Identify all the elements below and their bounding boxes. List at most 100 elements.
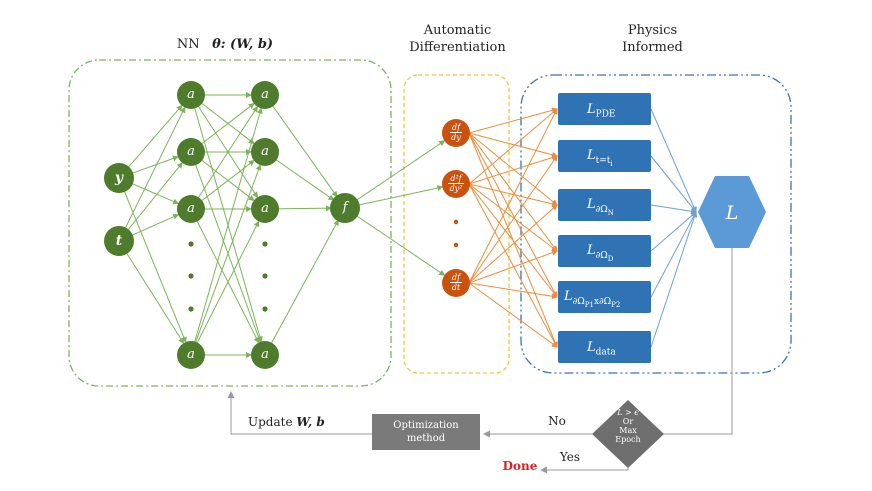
hidden-dot-0-0 xyxy=(188,241,194,247)
loss-data-base: L xyxy=(587,340,596,355)
hidden-node-1-1: a xyxy=(187,87,195,102)
edge-loss0-total xyxy=(650,108,697,213)
pi-title-line2: Informed xyxy=(622,40,683,55)
hidden-dot-0-1 xyxy=(188,273,194,279)
edge-d1-loss4 xyxy=(468,183,558,298)
derivative-node-3: df dt xyxy=(441,273,471,292)
derivative-node-1: df dy xyxy=(441,123,471,142)
hidden-dot-0-2 xyxy=(188,306,194,312)
ad-title: Automatic Differentiation xyxy=(400,22,515,56)
nn-title: NN θ: (W, b) xyxy=(165,37,285,52)
decision-line4: Epoch xyxy=(615,435,641,444)
edge-d1-loss1 xyxy=(468,154,558,185)
loss-periodic-base: L xyxy=(564,289,573,304)
loss-box-3 xyxy=(558,235,651,267)
edge-d1-loss3 xyxy=(468,183,558,252)
edge-d1-loss5 xyxy=(468,183,558,348)
hidden-node-2-4: a xyxy=(261,347,269,362)
edge-d2-loss0 xyxy=(468,108,558,284)
edge-h13-h22 xyxy=(190,220,260,356)
yes-label: Yes xyxy=(559,450,581,464)
edge-h13-h20 xyxy=(190,107,263,356)
edge-h13-h21 xyxy=(190,164,262,356)
opt-line1: Optimization xyxy=(393,420,459,431)
update-arrow xyxy=(227,391,372,435)
total-loss-hexagon xyxy=(698,176,766,248)
edge-d0-loss1 xyxy=(468,132,558,158)
loss-box-1 xyxy=(558,140,651,172)
edge-out-d1 xyxy=(344,185,444,209)
input-circle-0 xyxy=(104,163,134,193)
edge-in1-h10 xyxy=(118,106,186,242)
deriv-2-num: d²f xyxy=(448,174,464,184)
deriv-circle-2 xyxy=(442,269,470,297)
edge-h20-out xyxy=(264,94,338,198)
update-label: Update W, b xyxy=(248,415,368,429)
derivative-node-2: d²f dy² xyxy=(441,174,471,193)
deriv-3-num: df xyxy=(449,273,463,283)
loss-box-4 xyxy=(558,281,651,313)
loss-dirichlet-base: L xyxy=(587,243,596,258)
loss-time-sub: t=t xyxy=(595,155,611,166)
loss-pde-base: L xyxy=(587,102,596,117)
update-params: W, b xyxy=(296,415,325,429)
input-node-y: y xyxy=(114,170,124,186)
edge-loss5-total xyxy=(650,211,698,348)
loss-box-5 xyxy=(558,331,651,363)
deriv-dot-1 xyxy=(453,242,459,248)
total-loss-label: L xyxy=(725,202,739,224)
edge-out-d2 xyxy=(344,207,446,276)
output-circle xyxy=(330,193,360,223)
edge-out-d0 xyxy=(344,140,446,209)
edge-d2-loss2 xyxy=(468,204,558,284)
optimization-method-text: Optimization method xyxy=(372,419,480,445)
nn-prefix: NN xyxy=(176,37,200,52)
edge-d0-loss0 xyxy=(468,107,558,134)
nn-params: θ: (W, b) xyxy=(212,37,274,52)
deriv-dot-0 xyxy=(453,219,459,225)
hidden1-circle-0 xyxy=(177,81,205,109)
edge-d2-loss5 xyxy=(468,282,558,348)
edge-loss2-total xyxy=(650,204,697,215)
loss-neumann-base: L xyxy=(587,197,596,212)
loss-periodic-p2: P2 xyxy=(611,300,621,309)
hidden1-circle-3 xyxy=(177,341,205,369)
loop-line-down xyxy=(657,248,733,435)
edge-in0-h13 xyxy=(118,177,187,343)
hidden-dot-1-2 xyxy=(262,306,268,312)
nn-frame xyxy=(68,59,392,387)
edge-h12-h23 xyxy=(190,208,260,344)
hidden-node-2-2: a xyxy=(261,144,269,159)
loss-neumann: L∂ΩN xyxy=(587,197,614,216)
loss-periodic-x: x xyxy=(593,296,600,307)
hidden2-circle-1 xyxy=(251,138,279,166)
deriv-circle-0 xyxy=(442,119,470,147)
edge-h10-h23 xyxy=(190,94,263,343)
hidden-dot-1-0 xyxy=(262,241,268,247)
hidden-node-2-1: a xyxy=(261,87,269,102)
loss-time-base: L xyxy=(587,148,596,163)
deriv-3-den: dt xyxy=(451,283,461,292)
no-label: No xyxy=(548,414,566,428)
optimization-box xyxy=(372,414,480,450)
loss-time: Lt=ti xyxy=(587,148,613,167)
hidden1-circle-2 xyxy=(177,195,205,223)
deriv-1-num: df xyxy=(449,123,463,133)
deriv-circle-1 xyxy=(442,170,470,198)
edge-d2-loss4 xyxy=(468,282,558,300)
edge-d0-loss2 xyxy=(468,132,558,206)
edge-h10-h22 xyxy=(190,94,258,199)
loss-dirichlet: L∂ΩD xyxy=(587,243,613,262)
loss-time-subsub: i xyxy=(610,159,613,168)
loss-dirichlet-subsub: D xyxy=(607,254,614,263)
edge-loss1-total xyxy=(650,155,697,213)
loss-periodic-p1: P1 xyxy=(584,300,594,309)
edge-d0-loss4 xyxy=(468,132,558,298)
edge-d2-loss3 xyxy=(468,249,558,284)
opt-line2: method xyxy=(406,433,446,444)
deriv-1-den: dy xyxy=(451,133,461,142)
hidden-node-2-3: a xyxy=(261,201,269,216)
hidden-dot-1-1 xyxy=(262,273,268,279)
loss-periodic-sub2: ∂Ω xyxy=(599,296,612,307)
